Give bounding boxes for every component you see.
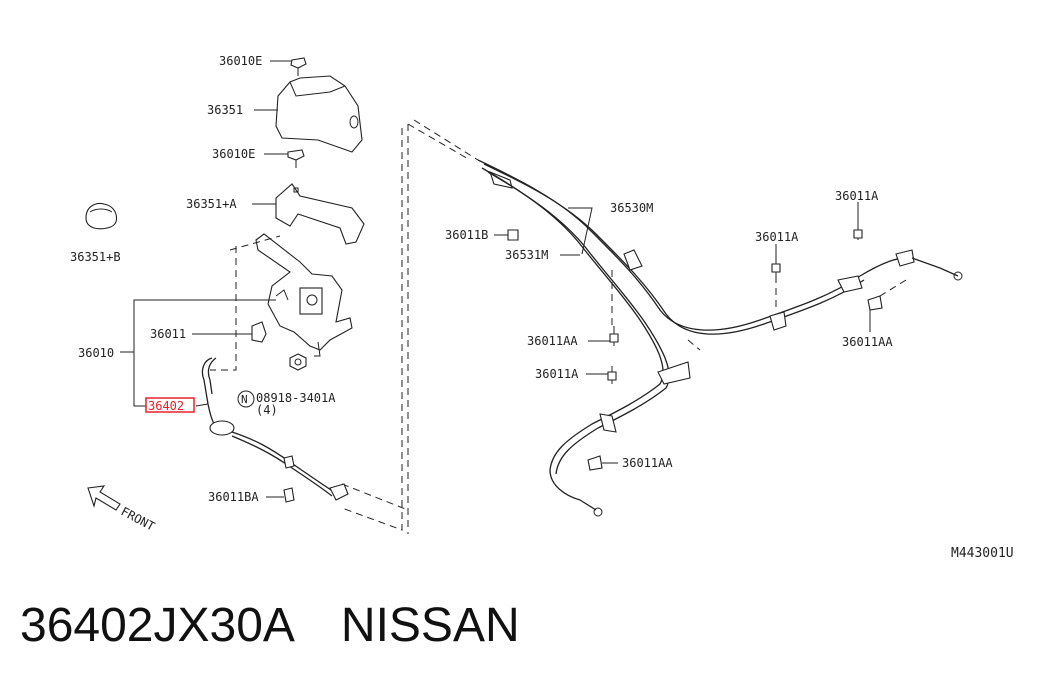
label-36011a-low: 36011A: [535, 367, 579, 381]
front-direction-arrow: FRONT: [87, 485, 157, 534]
label-36011a-right: 36011A: [835, 189, 879, 203]
bolt-36010e-top: [290, 57, 307, 76]
label-36011ba: 36011BA: [208, 490, 259, 504]
reference-code: M443001U: [951, 546, 1014, 561]
clip-36011: [251, 321, 267, 343]
label-36530m: 36530M: [610, 201, 653, 215]
bolt-36011aa-right: [867, 295, 883, 311]
label-36351a: 36351+A: [186, 197, 237, 211]
clip-36011ba: [283, 487, 295, 503]
rear-cable-36530m: [477, 159, 963, 335]
label-36011: 36011: [150, 327, 186, 341]
label-36011aa-mid: 36011AA: [527, 334, 578, 348]
rear-cable-36531m: [481, 167, 691, 517]
parking-brake-lever-36011: [255, 233, 353, 357]
console-cover-36351: [275, 75, 363, 153]
highlight-box-36402: [145, 397, 195, 413]
label-08918-qty: (4): [256, 403, 278, 417]
bolt-36010e-mid: [287, 149, 305, 168]
label-36402: 36402: [148, 399, 184, 413]
label-36351: 36351: [207, 103, 243, 117]
bolt-36011aa-mid: [609, 326, 619, 346]
bolt-36011aa-low: [587, 455, 603, 471]
clip-36011b: [507, 229, 519, 241]
n-mark-circle: [237, 390, 255, 408]
front-cable-36402: [201, 357, 349, 501]
part-number: 36402JX30A: [20, 599, 295, 652]
part-caption: 36402JX30A NISSAN: [20, 598, 566, 653]
bolt-36011a-low: [607, 366, 617, 384]
cap-36351b: [85, 202, 118, 230]
bolt-36011a-mid: [771, 256, 781, 276]
label-36011a-mid: 36011A: [755, 230, 799, 244]
label-08918: 08918-3401A: [256, 391, 336, 405]
nut-08918-3401a: [289, 353, 307, 371]
label-36010e-mid: 36010E: [212, 147, 255, 161]
bracket-center: [769, 275, 863, 331]
bracket-36351a: [275, 183, 365, 245]
label-36011aa-low: 36011AA: [622, 456, 673, 470]
front-label: FRONT: [119, 504, 157, 533]
label-08918-prefix: N: [241, 393, 248, 406]
label-36531m: 36531M: [505, 248, 548, 262]
label-36011b: 36011B: [445, 228, 488, 242]
bolt-36011a-right: [853, 216, 863, 240]
label-36011aa-right: 36011AA: [842, 335, 893, 349]
label-36351b: 36351+B: [70, 250, 121, 264]
label-36010e-top: 36010E: [219, 54, 262, 68]
label-36010: 36010: [78, 346, 114, 360]
brand-name: NISSAN: [340, 599, 520, 652]
